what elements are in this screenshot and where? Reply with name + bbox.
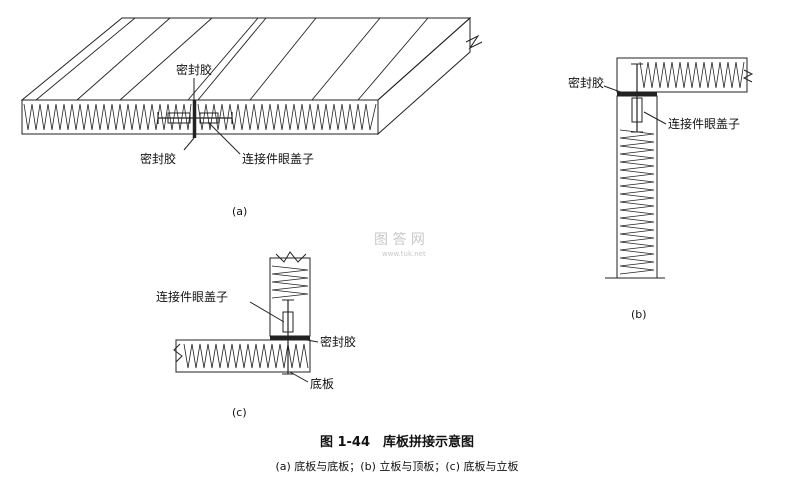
panel-b-wall-to-ceiling	[603, 57, 754, 279]
panel-a-break-line	[465, 34, 483, 50]
caption-a: (a)	[232, 205, 247, 218]
watermark-logo: 图 答 网	[374, 231, 425, 248]
label-c-floor: 底板	[310, 376, 334, 391]
panel-c-floor	[175, 339, 311, 373]
panel-c-floor-to-wall	[173, 251, 319, 383]
panel-c-leader-connector	[249, 301, 285, 323]
label-b-connector: 连接件眼盖子	[668, 116, 740, 131]
label-c-connector: 连接件眼盖子	[156, 289, 228, 304]
panel-a-insulation-right	[197, 103, 377, 131]
panel-c-floor-break	[173, 343, 183, 363]
panel-c-leader-floor	[289, 371, 309, 383]
panel-a-connector-body	[167, 112, 191, 124]
label-a-connector: 连接件眼盖子	[242, 151, 314, 166]
caption-c: (c)	[232, 406, 247, 419]
panel-a-insulation-left	[23, 103, 192, 131]
panel-c-wall-insulation	[271, 265, 309, 299]
label-b-sealant: 密封胶	[568, 75, 604, 90]
panel-a-leader-connector	[207, 121, 241, 155]
panel-c-wall	[269, 257, 311, 337]
panel-b-leader-sealant	[603, 85, 627, 95]
panel-b-ceiling	[616, 57, 748, 93]
panel-a-top-face	[20, 17, 472, 101]
panel-b-connector-body	[631, 97, 643, 123]
panel-b-leader-connector	[643, 111, 667, 125]
panel-a-side-face	[377, 16, 471, 136]
panel-c-break-line-top	[275, 251, 307, 263]
label-a-sealant-bottom: 密封胶	[140, 151, 176, 166]
panel-a-floor-to-floor	[20, 16, 483, 155]
label-c-sealant: 密封胶	[320, 334, 356, 349]
figure-title: 图 1-44 库板拼接示意图	[320, 434, 474, 450]
panel-a-front-face	[21, 99, 379, 135]
caption-b: (b)	[631, 308, 647, 321]
panel-a-top-seams	[35, 17, 429, 101]
watermark-url: www.tuk.net	[382, 250, 426, 258]
figure-subtitle: (a) 底板与底板；(b) 立板与顶板；(c) 底板与立板	[275, 459, 518, 473]
panel-c-leader-sealant	[295, 337, 319, 343]
panel-b-ceiling-insulation	[639, 61, 745, 89]
panel-a-leader-sealant-bottom	[183, 137, 195, 151]
panel-c-floor-insulation	[183, 343, 309, 369]
label-a-sealant-top: 密封胶	[176, 62, 212, 77]
panel-b-break-line	[742, 69, 754, 83]
panel-b-wall-insulation	[619, 129, 655, 275]
panel-c-connector-body	[282, 311, 294, 333]
